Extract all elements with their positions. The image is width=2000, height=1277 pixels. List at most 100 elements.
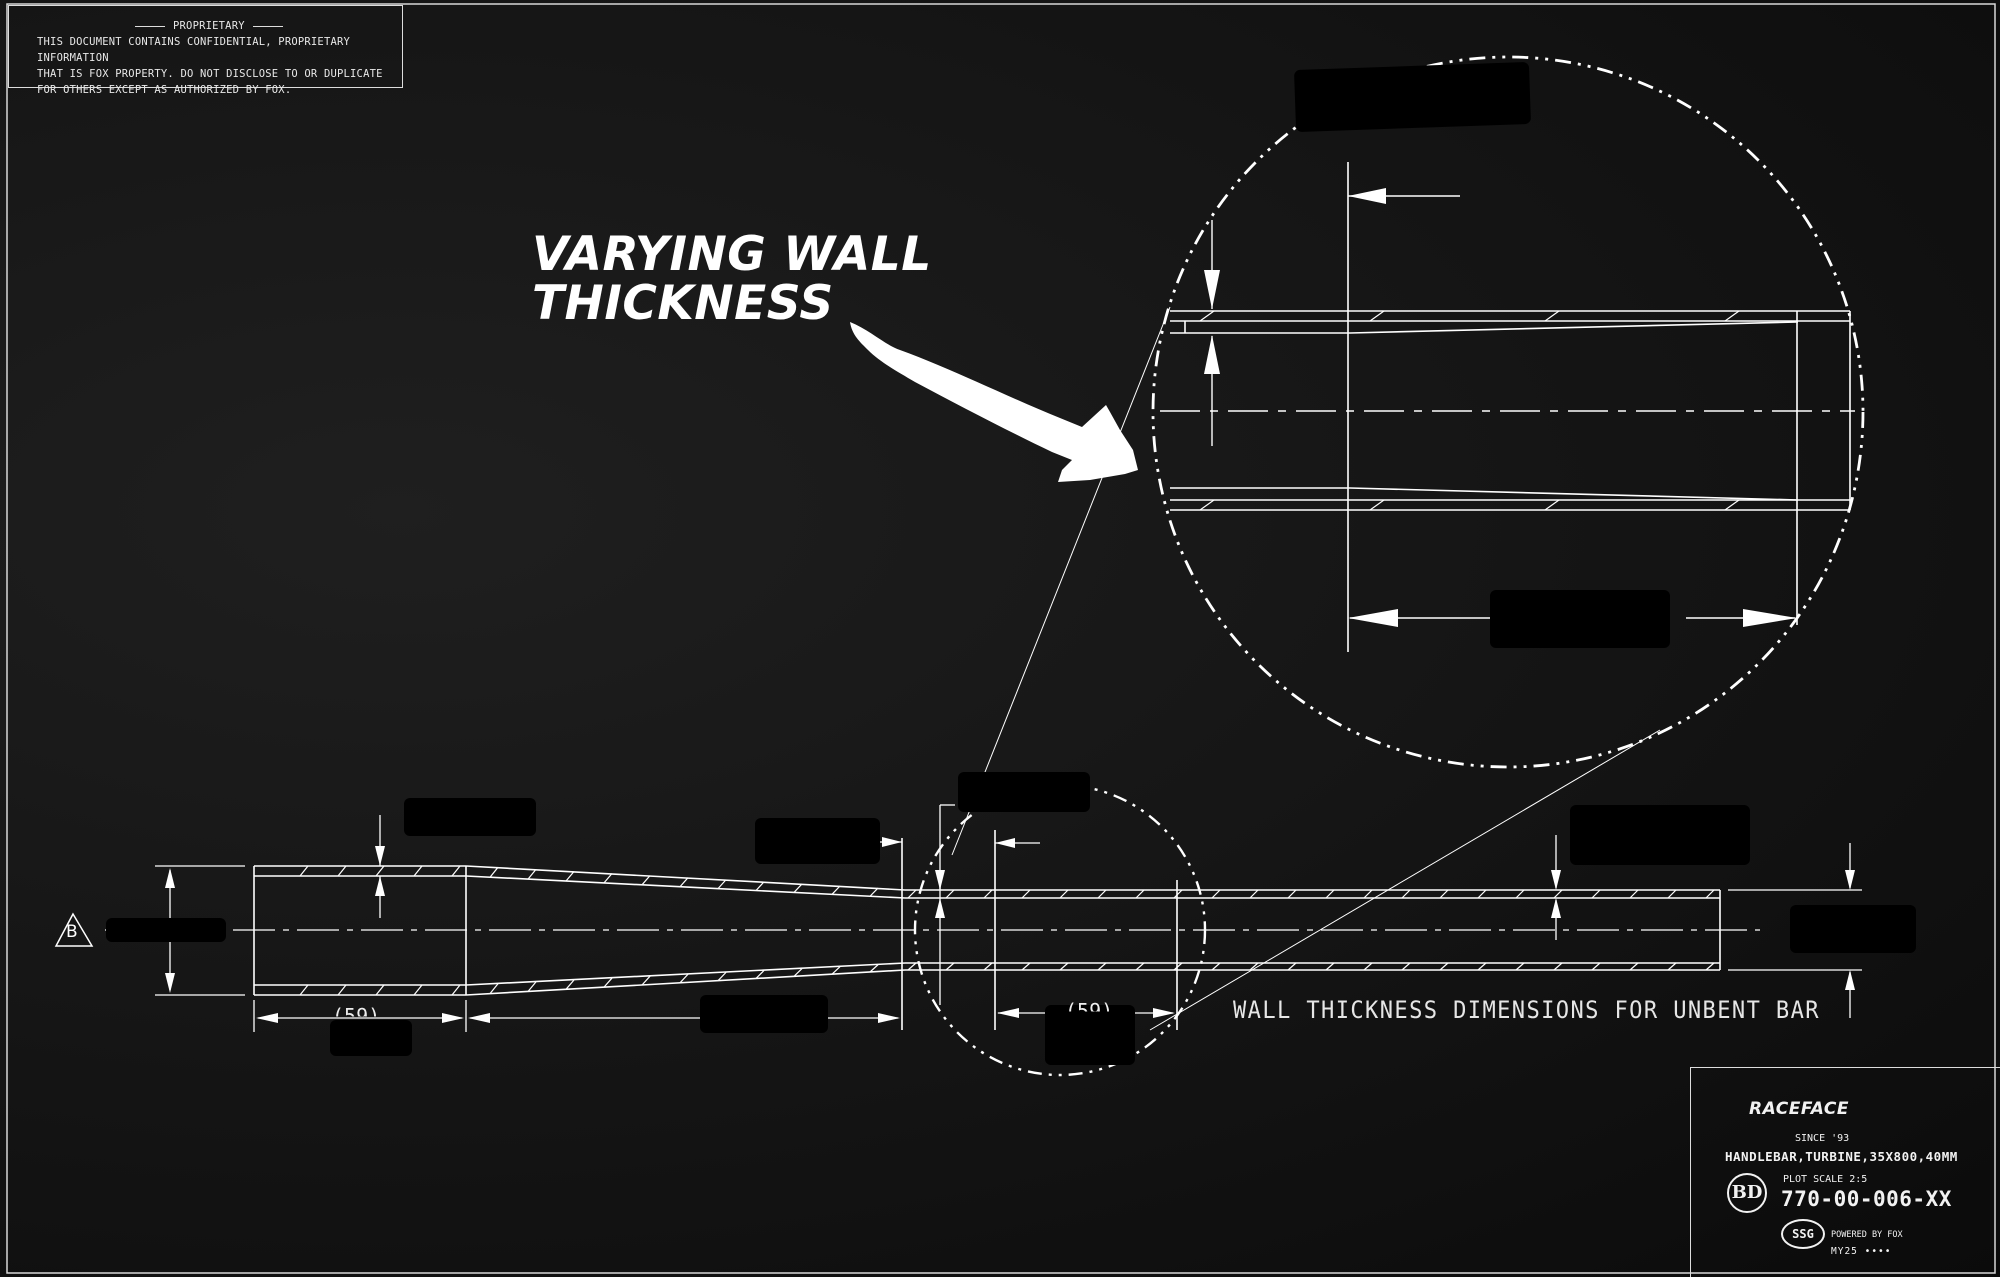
- hatch-mark: [717, 971, 727, 982]
- hatch-mark: [1287, 889, 1297, 899]
- hatch-mark: [1199, 310, 1215, 322]
- hatch-mark: [1135, 962, 1145, 971]
- hatch-mark: [1097, 962, 1107, 971]
- callout-title: VARYING WALL THICKNESS: [532, 230, 932, 328]
- callout-arrow: [850, 322, 1138, 482]
- dim-transition: [878, 804, 1040, 1005]
- redaction-mark: [106, 918, 226, 942]
- hatch-mark: [679, 973, 689, 984]
- hatch-mark: [1439, 889, 1449, 899]
- ssg-badge-icon: SSG: [1781, 1219, 1825, 1249]
- hatch-mark: [1705, 962, 1715, 971]
- redaction-mark: [1490, 590, 1670, 648]
- redaction-mark: [958, 772, 1090, 812]
- redaction-mark: [755, 818, 880, 864]
- hatch-mark: [1629, 962, 1639, 971]
- hatch-mark: [945, 962, 955, 971]
- hatch-mark: [869, 887, 879, 897]
- brand-since: SINCE '93: [1795, 1133, 1850, 1144]
- hatch-mark: [1629, 889, 1639, 899]
- hatch-mark: [1021, 962, 1031, 971]
- proprietary-notice: PROPRIETARY THIS DOCUMENT CONTAINS CONFI…: [8, 5, 403, 96]
- hatch-mark: [375, 865, 385, 877]
- hatch-mark: [1021, 889, 1031, 899]
- handlebar-profile: [253, 830, 1721, 1030]
- title-block: RACEFACE SINCE '93 HANDLEBAR,TURBINE,35X…: [1690, 1067, 2000, 1277]
- detail-circle-large: [1151, 55, 1865, 769]
- hatch-mark: [1724, 310, 1740, 322]
- hatch-mark: [1059, 889, 1069, 899]
- hatch-mark: [1059, 962, 1069, 971]
- hatch-mark: [1135, 889, 1145, 899]
- hatch-mark: [1515, 889, 1525, 899]
- hatch-mark: [755, 881, 765, 891]
- hatch-mark: [1401, 889, 1411, 899]
- part-name: HANDLEBAR,TURBINE,35X800,40MM: [1725, 1149, 1958, 1164]
- hatch-mark: [451, 984, 461, 996]
- hatch-mark: [1401, 962, 1411, 971]
- hatch-mark: [1325, 889, 1335, 899]
- detail-circle-small: [913, 783, 1207, 1077]
- hatch-mark: [755, 970, 765, 979]
- hatch-mark: [1363, 962, 1373, 971]
- hatch-mark: [1173, 889, 1183, 899]
- datum-triangle: [54, 912, 94, 947]
- hatch-mark: [1211, 962, 1221, 971]
- hatch-mark: [907, 962, 917, 971]
- hatch-mark: [1199, 499, 1215, 511]
- dim-label-left-length: (59): [332, 1004, 381, 1028]
- callout-line-2: THICKNESS: [532, 276, 834, 331]
- hatch-mark: [1553, 889, 1563, 899]
- hatch-mark: [1544, 310, 1560, 322]
- hatch-mark: [1363, 889, 1373, 899]
- wall-thickness-note: WALL THICKNESS DIMENSIONS FOR UNBENT BAR: [1233, 996, 1820, 1024]
- hatch-mark: [375, 984, 385, 996]
- hatch-mark: [717, 879, 727, 890]
- hatch-mark: [869, 964, 879, 973]
- hatch-mark: [1477, 962, 1487, 971]
- hatch-mark: [1591, 889, 1601, 899]
- redaction-mark: [700, 995, 828, 1033]
- hatch-mark: [299, 984, 309, 996]
- hatch-mark: [945, 889, 955, 899]
- hatch-mark: [299, 865, 309, 877]
- hatch-mark: [1249, 962, 1259, 971]
- hatch-mark: [1173, 962, 1183, 971]
- hatch-mark: [451, 865, 461, 877]
- hatch-mark: [1477, 889, 1487, 899]
- detail-view: [1170, 162, 1851, 652]
- hatch-mark: [793, 968, 803, 977]
- hatch-mark: [1325, 962, 1335, 971]
- proprietary-line: FOR OTHERS EXCEPT AS AUTHORIZED BY FOX.: [37, 84, 292, 96]
- hatch-mark: [641, 975, 651, 986]
- hatch-mark: [489, 866, 499, 878]
- hatch-mark: [1515, 962, 1525, 971]
- hatch-mark: [337, 865, 347, 877]
- hatch-mark: [1097, 889, 1107, 899]
- hatch-mark: [565, 871, 575, 882]
- leader-lower: [1149, 729, 1661, 1031]
- hatch-mark: [337, 984, 347, 996]
- hatch-mark: [831, 885, 841, 895]
- proprietary-header: PROPRIETARY: [173, 20, 245, 32]
- sheet-border: [6, 3, 1996, 1274]
- brand-logo: RACEFACE: [1749, 1099, 1849, 1119]
- hatch-mark: [1287, 962, 1297, 971]
- hatch-mark: [603, 977, 613, 988]
- hatch-mark: [1369, 499, 1385, 511]
- hatch-mark: [1724, 499, 1740, 511]
- hatch-mark: [793, 883, 803, 893]
- hatch-mark: [527, 981, 537, 992]
- redaction-mark: [1790, 905, 1916, 953]
- leader-upper: [951, 306, 1171, 856]
- hatch-mark: [413, 865, 423, 877]
- hatch-mark: [1591, 962, 1601, 971]
- hatch-mark: [641, 875, 651, 886]
- hatch-mark: [679, 877, 689, 888]
- hatch-mark: [413, 984, 423, 996]
- hatch-mark: [1667, 962, 1677, 971]
- rev-badge-icon: BD: [1727, 1173, 1767, 1213]
- plot-scale: PLOT SCALE 2:5: [1783, 1174, 1868, 1185]
- dim-wall-left: [375, 815, 385, 918]
- detail-dims: [1204, 188, 1797, 627]
